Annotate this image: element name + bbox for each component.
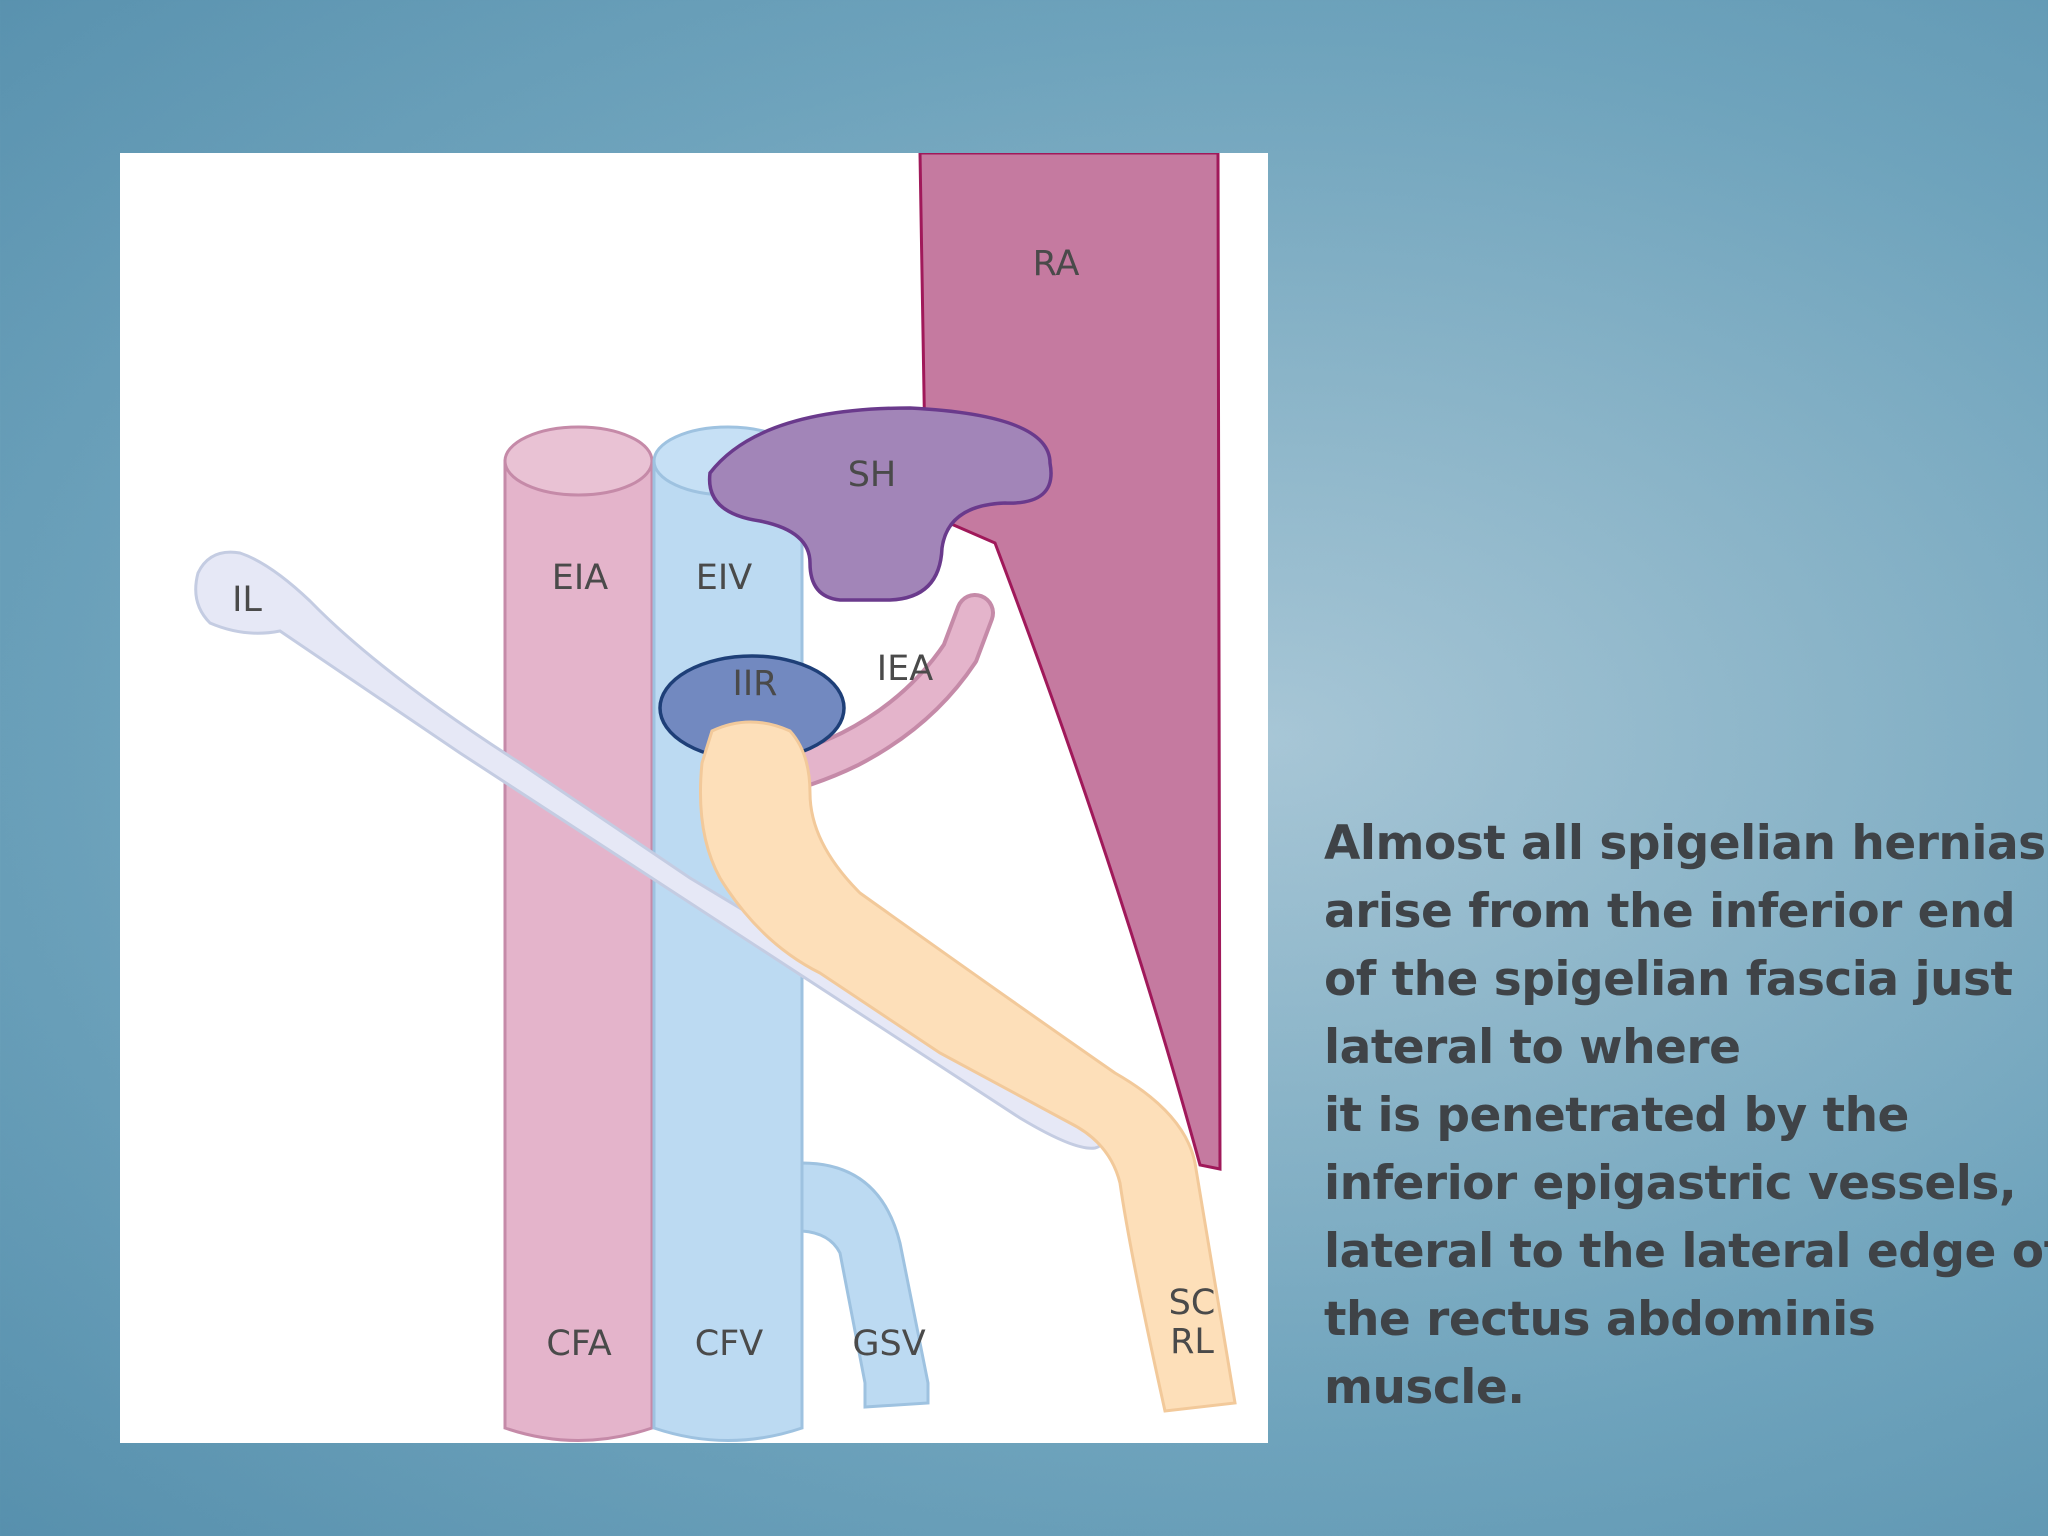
label-cfa: CFA	[546, 1324, 611, 1364]
caption-text: Almost all spigelian hernias arise from …	[1324, 810, 2048, 1422]
caption-line: inferior epigastric vessels,	[1324, 1156, 2017, 1211]
external-iliac-artery-top	[503, 425, 654, 497]
anatomy-diagram: RA SH IL EIA EIV IIR IEA CFA CFV GSV SC …	[194, 153, 1237, 1442]
external-iliac-artery-shape	[503, 459, 654, 1442]
caption-line: lateral to where	[1324, 1020, 1741, 1075]
caption-line: muscle.	[1324, 1360, 1525, 1415]
anatomy-diagram-panel: RA SH IL EIA EIV IIR IEA CFA CFV GSV SC …	[120, 153, 1268, 1443]
label-ra: RA	[1033, 244, 1080, 284]
caption-line: of the spigelian fascia just	[1324, 952, 2013, 1007]
caption-line: lateral to the lateral edge of	[1324, 1224, 2048, 1279]
label-sh: SH	[848, 455, 897, 495]
caption-line: Almost all spigelian hernias	[1324, 816, 2046, 871]
caption-line: it is penetrated by the	[1324, 1088, 1909, 1143]
great-saphenous-vein-shape	[800, 1161, 930, 1409]
label-rl: RL	[1170, 1322, 1214, 1362]
rectus-abdominis-shape	[918, 153, 1222, 1171]
label-cfv: CFV	[695, 1324, 764, 1364]
label-sc: SC	[1169, 1283, 1216, 1323]
label-eia: EIA	[552, 558, 608, 598]
caption-line: the rectus abdominis	[1324, 1292, 1876, 1347]
spigelian-hernia-sac-shape	[707, 406, 1053, 602]
caption-line: arise from the inferior end	[1324, 884, 2016, 939]
spermatic-cord-shape	[699, 720, 1237, 1413]
label-iir: IIR	[733, 664, 778, 704]
label-eiv: EIV	[696, 558, 752, 598]
label-gsv: GSV	[852, 1324, 925, 1364]
label-il: IL	[232, 580, 262, 620]
label-iea: IEA	[877, 649, 933, 689]
